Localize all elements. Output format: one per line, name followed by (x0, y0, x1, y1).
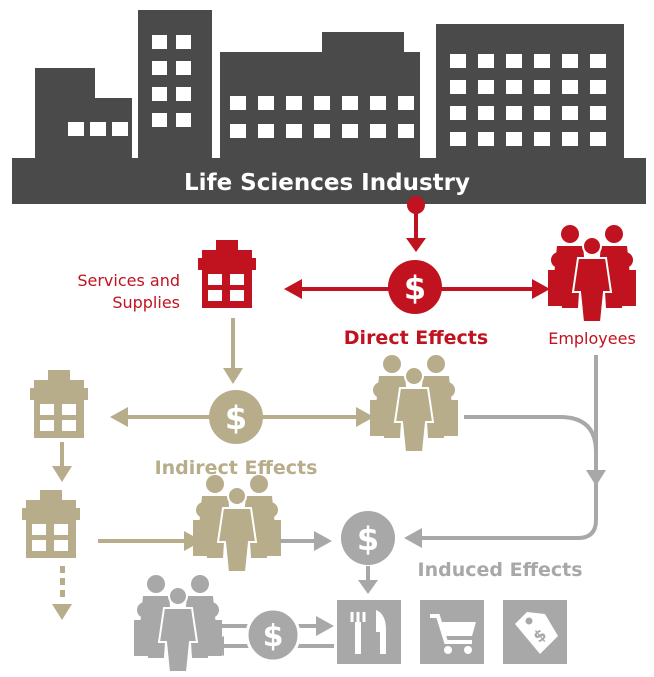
sub-supplier-building-icon (22, 490, 80, 558)
employees-label: Employees (548, 329, 636, 348)
arrow-down-supplier-chain (52, 466, 72, 482)
induced-effects-label: Induced Effects (418, 559, 583, 581)
skyline-building-2 (138, 10, 212, 158)
arrow-down-to-indirect (223, 368, 243, 384)
employees-people-icon (548, 225, 636, 322)
arrow-left-to-supplier (110, 407, 128, 427)
arrow-left-to-induced (404, 528, 422, 548)
shopping-cart-icon (420, 600, 484, 664)
indirect-effects-group: $ Indirect Effects (22, 318, 458, 620)
direct-effects-group: $ Services and Supplies Direct Effects E… (77, 196, 636, 349)
arrow-right-to-restaurant (316, 616, 334, 636)
services-building-icon (198, 240, 256, 308)
arrow-right-to-employees (532, 279, 550, 299)
skyline-building-3 (220, 32, 420, 158)
direct-effects-label: Direct Effects (344, 327, 488, 349)
direct-dollar-coin-icon: $ (388, 260, 442, 314)
sub-supplier-workers-people-icon (193, 475, 281, 572)
local-dollar-coin-icon: $ (245, 607, 301, 663)
skyline-building-4 (436, 24, 624, 158)
svg-text:$: $ (225, 399, 247, 437)
indirect-workers-people-icon (370, 355, 458, 452)
skyline-building-1 (35, 68, 132, 158)
indirect-dollar-coin-icon: $ (209, 390, 263, 444)
arrow-right-to-workers (356, 407, 374, 427)
arrow-left-to-workers (206, 636, 224, 656)
local-workers-people-icon (134, 575, 222, 672)
induced-effects-group: $ Induced Effects $ (134, 355, 606, 672)
svg-text:$: $ (404, 269, 426, 307)
indirect-effects-label: Indirect Effects (155, 457, 318, 479)
industry-label: Life Sciences Industry (184, 170, 470, 196)
svg-text:$: $ (263, 619, 284, 654)
arrow-right-to-induced-coin (314, 531, 332, 551)
arrow-left-to-services (284, 279, 302, 299)
restaurant-icon (337, 600, 401, 664)
supplier-building-icon (30, 370, 88, 438)
svg-text:$: $ (357, 520, 379, 558)
industry-banner (12, 158, 646, 204)
price-tag-icon: $ (503, 600, 567, 664)
city-skyline-icon (35, 10, 624, 158)
induced-dollar-coin-icon: $ (341, 511, 395, 565)
services-label-line2: Supplies (112, 293, 180, 312)
arrow-down-to-businesses (358, 580, 378, 594)
arrow-down-to-direct (406, 238, 426, 252)
pin-dot (407, 196, 425, 214)
arrow-merge-down (586, 470, 606, 486)
services-label-line1: Services and (77, 271, 180, 290)
continuation-dots (52, 566, 72, 620)
